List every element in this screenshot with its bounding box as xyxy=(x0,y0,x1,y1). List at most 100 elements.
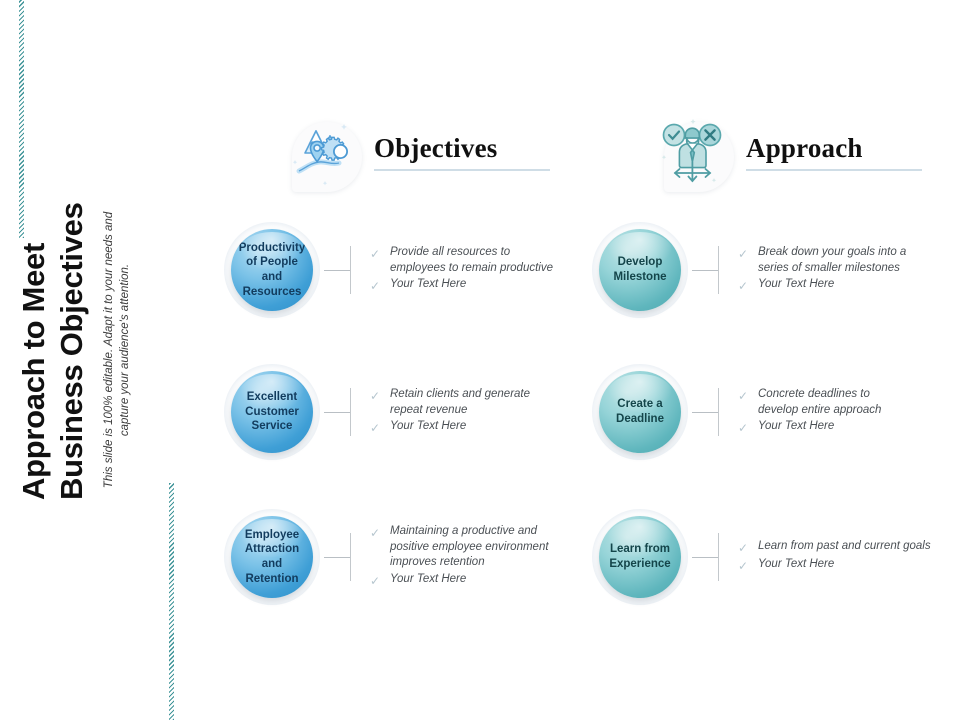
approach-bubble-2[interactable]: Create a Deadline xyxy=(599,371,681,453)
approach-row-3[interactable]: Learn from Experience ✓ Learn from past … xyxy=(592,509,931,605)
bubble-label: Excellent Customer Service xyxy=(245,390,299,433)
list-item: ✓ Break down your goals into a series of… xyxy=(738,245,906,276)
bullet-list: ✓ Break down your goals into a series of… xyxy=(732,245,906,295)
connector-line xyxy=(692,386,732,438)
check-icon: ✓ xyxy=(370,278,381,293)
check-icon: ✓ xyxy=(738,559,749,573)
objectives-title-wrap: Objectives xyxy=(374,131,550,171)
list-item: ✓ Your Text Here xyxy=(370,572,549,589)
objectives-icon-wrap xyxy=(278,108,364,194)
connector-vertical xyxy=(718,388,719,436)
approach-title-wrap: Approach xyxy=(746,131,922,171)
check-icon: ✓ xyxy=(738,420,749,435)
objectives-title: Objectives xyxy=(374,133,498,164)
check-icon: ✓ xyxy=(370,573,381,588)
list-item: ✓ Provide all resources to employees to … xyxy=(370,245,553,276)
connector-line xyxy=(324,244,364,296)
approach-row-2[interactable]: Create a Deadline ✓ Concrete deadlines t… xyxy=(592,364,881,460)
decorative-hatch-bar-top-left xyxy=(19,0,24,238)
check-icon: ✓ xyxy=(370,420,381,435)
objectives-bubble-1[interactable]: Productivity of People and Resources xyxy=(231,229,313,311)
bubble-label: Develop Milestone xyxy=(613,256,667,283)
connector-vertical xyxy=(350,388,351,436)
connector-vertical xyxy=(350,533,351,581)
sparkles xyxy=(292,124,347,186)
bullet-text: Your Text Here xyxy=(758,419,835,432)
bullet-list: ✓ Provide all resources to employees to … xyxy=(364,245,553,295)
bullet-text: Your Text Here xyxy=(390,572,467,585)
bullet-text: Your Text Here xyxy=(758,558,835,570)
list-item: ✓ Learn from past and current goals xyxy=(738,539,931,556)
connector-horizontal xyxy=(324,557,350,558)
list-item: ✓ Concrete deadlines to develop entire a… xyxy=(738,387,881,418)
bullet-list: ✓ Concrete deadlines to develop entire a… xyxy=(732,387,881,437)
bullet-list: ✓ Learn from past and current goals ✓ Yo… xyxy=(732,539,931,575)
bubble-wrap: Create a Deadline xyxy=(592,364,688,460)
approach-bubble-3[interactable]: Learn from Experience xyxy=(599,516,681,598)
list-item: ✓ Your Text Here xyxy=(738,419,881,436)
bubble-label: Learn from Experience xyxy=(609,543,671,570)
objectives-title-underline xyxy=(374,169,550,171)
check-icon: ✓ xyxy=(738,278,749,293)
bullet-list: ✓ Maintaining a productive and positive … xyxy=(364,524,549,589)
connector-horizontal xyxy=(692,557,718,558)
bullet-text: Maintaining a productive and positive em… xyxy=(390,525,549,569)
bullet-text: Provide all resources to employees to re… xyxy=(390,246,553,274)
bubble-wrap: Learn from Experience xyxy=(592,509,688,605)
bullet-text: Your Text Here xyxy=(390,277,467,290)
connector-horizontal xyxy=(692,270,718,271)
list-item: ✓ Retain clients and generate repeat rev… xyxy=(370,387,530,418)
list-item: ✓ Your Text Here xyxy=(738,277,906,294)
mountain-goal-gear-icon xyxy=(292,124,349,186)
check-icon: ✓ xyxy=(738,247,749,262)
objectives-row-1[interactable]: Productivity of People and Resources ✓ P… xyxy=(224,222,553,318)
bubble-label: Employee Attraction and Retention xyxy=(244,528,300,585)
bubble-wrap: Develop Milestone xyxy=(592,222,688,318)
person-figure xyxy=(678,127,707,169)
connector-vertical xyxy=(718,533,719,581)
list-item: ✓ Your Text Here xyxy=(370,277,553,294)
connector-horizontal xyxy=(324,270,350,271)
connector-vertical xyxy=(718,246,719,294)
objectives-row-3[interactable]: Employee Attraction and Retention ✓ Main… xyxy=(224,509,549,605)
list-item: ✓ Your Text Here xyxy=(738,557,931,574)
objectives-bubble-3[interactable]: Employee Attraction and Retention xyxy=(231,516,313,598)
bullet-list: ✓ Retain clients and generate repeat rev… xyxy=(364,387,530,437)
check-icon: ✓ xyxy=(738,389,749,404)
bullet-text: Break down your goals into a series of s… xyxy=(758,246,907,274)
connector-line xyxy=(692,244,732,296)
approach-icon-wrap xyxy=(650,108,736,194)
slide-title-block: Approach to Meet Business Objectives Thi… xyxy=(15,80,185,500)
check-icon: ✓ xyxy=(370,389,381,404)
approach-row-1[interactable]: Develop Milestone ✓ Break down your goal… xyxy=(592,222,906,318)
objectives-row-2[interactable]: Excellent Customer Service ✓ Retain clie… xyxy=(224,364,530,460)
approach-bubble-1[interactable]: Develop Milestone xyxy=(599,229,681,311)
connector-vertical xyxy=(350,246,351,294)
gear-shape xyxy=(320,136,349,161)
bubble-wrap: Employee Attraction and Retention xyxy=(224,509,320,605)
check-icon: ✓ xyxy=(370,247,381,262)
bullet-text: Retain clients and generate repeat reven… xyxy=(390,388,531,416)
page-subtitle: This slide is 100% editable. Adapt it to… xyxy=(102,211,132,489)
bullet-text: Your Text Here xyxy=(390,419,467,432)
bubble-label: Create a Deadline xyxy=(616,398,664,425)
column-header-approach: Approach xyxy=(650,108,922,194)
approach-title: Approach xyxy=(746,133,863,164)
check-icon: ✓ xyxy=(738,541,749,555)
connector-horizontal xyxy=(324,412,350,413)
sparkles xyxy=(661,119,717,183)
decorative-hatch-bar-bottom xyxy=(169,483,174,720)
bullet-text: Learn from past and current goals xyxy=(758,540,931,552)
bubble-label: Productivity of People and Resources xyxy=(238,241,306,298)
connector-horizontal xyxy=(692,412,718,413)
bubble-wrap: Productivity of People and Resources xyxy=(224,222,320,318)
connector-line xyxy=(692,531,732,583)
bullet-text: Concrete deadlines to develop entire app… xyxy=(758,388,882,416)
column-header-objectives: Objectives xyxy=(278,108,550,194)
objectives-bubble-2[interactable]: Excellent Customer Service xyxy=(231,371,313,453)
connector-line xyxy=(324,531,364,583)
list-item: ✓ Your Text Here xyxy=(370,419,530,436)
check-icon: ✓ xyxy=(370,526,381,541)
direction-arrows xyxy=(673,161,712,183)
list-item: ✓ Maintaining a productive and positive … xyxy=(370,524,549,570)
